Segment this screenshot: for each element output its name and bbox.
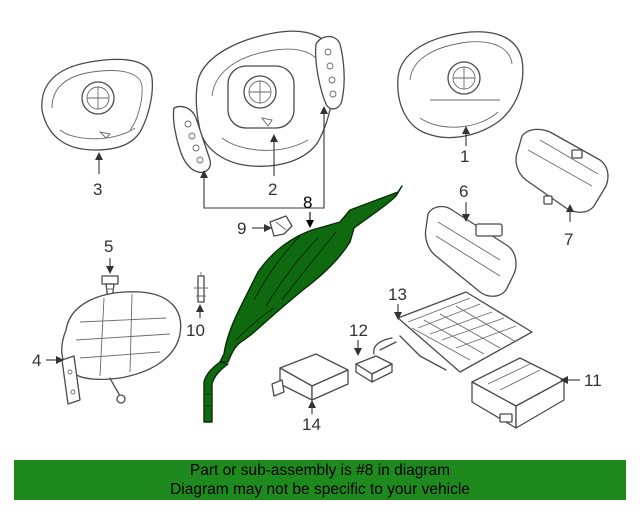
callout-13: 13 [388, 285, 407, 304]
part-11-control-module [471, 357, 565, 429]
info-banner: Part or sub-assembly is #8 in diagram Di… [14, 460, 626, 500]
part-2-airbag-module-with-switches [172, 30, 345, 174]
part-9-clip [269, 215, 293, 237]
callout-14: 14 [302, 415, 321, 434]
callout-11: 11 [584, 371, 602, 390]
banner-line-1: Part or sub-assembly is #8 in diagram [189, 462, 451, 479]
callout-8: 8 [303, 193, 312, 212]
part-6-airbag [424, 205, 517, 297]
banner-line-2: Diagram may not be specific to your vehi… [170, 481, 470, 498]
part-3-airbag-module [41, 58, 154, 151]
callout-9: 9 [237, 219, 246, 238]
callout-12: 12 [349, 321, 368, 340]
part-13-harness-plate [379, 291, 533, 373]
part-12-connector [355, 337, 393, 383]
part-7-airbag-module [515, 128, 609, 213]
callout-7: 7 [564, 230, 573, 249]
callout-5: 5 [104, 237, 113, 256]
callout-10: 10 [186, 321, 205, 340]
parts-diagram: 3 2 1 [32, 30, 609, 434]
part-1-airbag-module [397, 31, 524, 139]
callout-1: 1 [460, 147, 469, 166]
part-8-head-airbag [203, 185, 403, 423]
part-14-sensor [271, 353, 349, 401]
callout-2: 2 [268, 180, 277, 199]
part-10-fastener [194, 272, 208, 303]
callout-4: 4 [32, 351, 41, 370]
callout-6: 6 [459, 182, 468, 201]
part-4-knee-airbag [61, 291, 182, 405]
callout-3: 3 [93, 180, 102, 199]
